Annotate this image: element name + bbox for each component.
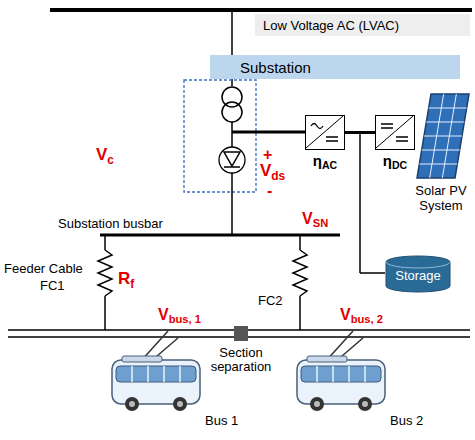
voltage-label: Vds [260,162,285,183]
node-text: Low Voltage AC (LVAC) [263,18,399,33]
dc-dc-converter: ηDC [375,115,415,150]
resistance-label: Rf [118,270,134,291]
power-line [345,131,375,134]
voltage-label: Vbus, 1 [158,306,201,326]
part-label: FC1 [40,279,65,293]
node-text: ηAC [306,152,344,171]
voltage-label: VSN [302,210,328,230]
substation-band: Substation [210,55,460,79]
polarity-sign: - [267,182,272,200]
busbar-label: Substation busbar [58,217,163,231]
vehicle-label: Bus 2 [390,414,423,428]
ac-dc-converter: ηAC [305,115,345,150]
part-label: Feeder Cable [4,262,83,276]
solar-pv-system: Solar PV System [415,92,471,180]
node-text: Storage [385,255,451,283]
vehicle-label: Bus 1 [205,414,238,428]
lvac-label-box: Low Voltage AC (LVAC) [255,14,470,36]
node-text: ηDC [376,152,414,171]
voltage-label: Vbus, 2 [340,306,383,326]
node-text: Substation [240,59,311,76]
voltage-label: Vc [96,146,114,167]
converter-symbol [306,116,343,148]
separation-label: Section separation [200,346,282,375]
solar-panel-icon [415,92,471,180]
part-label: FC2 [258,294,283,308]
polarity-sign: + [263,146,272,164]
node-text: Solar PV System [411,184,471,214]
storage-cylinder: Storage [385,255,451,293]
converter-symbol [376,116,413,148]
